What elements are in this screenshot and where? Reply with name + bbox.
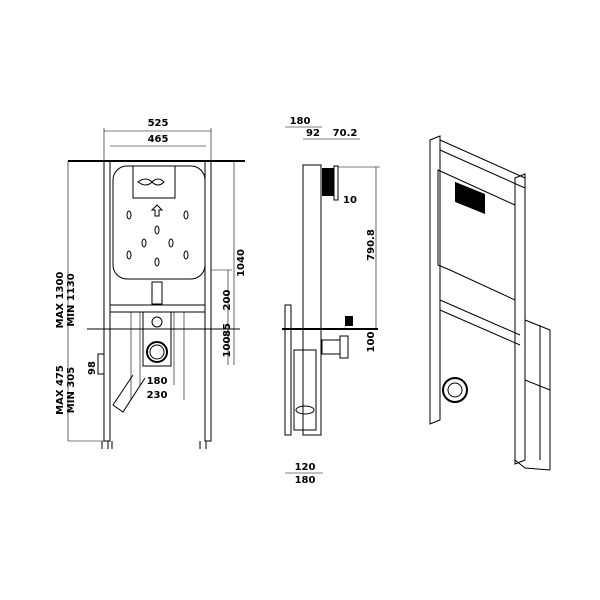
dim-10: 10 (343, 195, 357, 206)
dim-1040: 1040 (236, 249, 247, 277)
dim-side-100: 100 (366, 332, 377, 353)
dim-max-475: MAX 475 (55, 365, 66, 415)
dim-200: 200 (222, 290, 233, 311)
dim-525: 525 (148, 118, 169, 129)
isometric-view (429, 135, 551, 471)
dim-min-1130: MIN 1130 (66, 273, 77, 326)
dim-180: 180 (147, 376, 168, 387)
dim-base-180: 180 (295, 475, 316, 486)
dim-98: 98 (87, 361, 98, 375)
dim-85: 85 (222, 323, 233, 337)
dim-120: 120 (295, 462, 316, 473)
dim-max-1300: MAX 1300 (55, 272, 66, 329)
front-view: 525 465 180 230 (55, 118, 247, 449)
dim-465: 465 (148, 134, 169, 145)
dim-230: 230 (147, 390, 168, 401)
dim-92: 92 (306, 128, 320, 139)
dim-70-2: 70.2 (333, 128, 358, 139)
dim-side-180: 180 (290, 116, 311, 127)
side-view: 180 92 70.2 10 790.8 100 120 180 (282, 116, 380, 486)
dim-790-8: 790.8 (366, 229, 377, 261)
dim-100: 100 (222, 337, 233, 358)
dim-min-305: MIN 305 (66, 367, 77, 413)
